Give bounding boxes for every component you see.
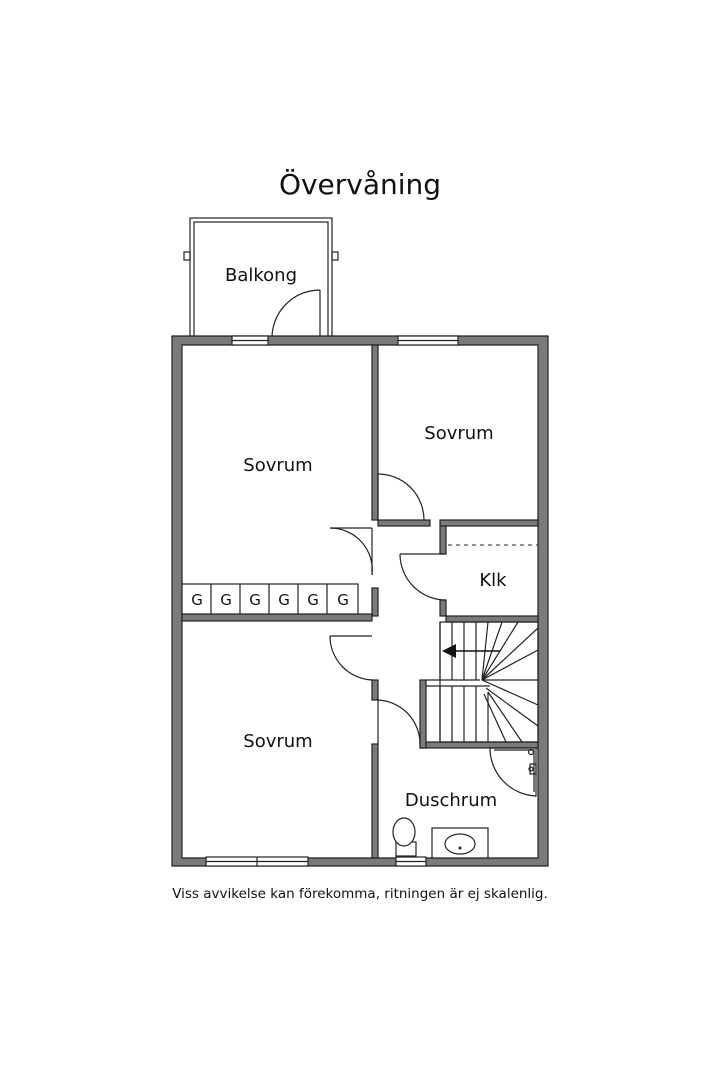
disclaimer-footnote: Viss avvikelse kan förekomma, ritningen … [172, 886, 548, 902]
wardrobe-label: G [337, 591, 349, 609]
wardrobe-label: G [307, 591, 319, 609]
room-label-balcony: Balkong [225, 265, 297, 286]
toilet [392, 817, 417, 857]
wardrobe-label: G [220, 591, 232, 609]
doors [329, 473, 447, 745]
room-label-bedroom-top-right: Sovrum [424, 423, 493, 444]
stair-arrow-icon [442, 644, 456, 658]
shower [489, 747, 537, 797]
wardrobes: G G G G G G [181, 583, 359, 615]
room-label-closet: Klk [479, 570, 507, 591]
staircase [426, 621, 539, 743]
wardrobe-label: G [191, 591, 203, 609]
windows [205, 335, 459, 867]
room-label-bedroom-bottom-left: Sovrum [243, 731, 312, 752]
interior-walls [181, 344, 539, 859]
sink [431, 827, 489, 859]
room-label-bedroom-top-left: Sovrum [243, 455, 312, 476]
wardrobe-label: G [249, 591, 261, 609]
wardrobe-label: G [278, 591, 290, 609]
plan-title: Övervåning [278, 168, 442, 201]
room-label-shower-room: Duschrum [405, 790, 497, 811]
